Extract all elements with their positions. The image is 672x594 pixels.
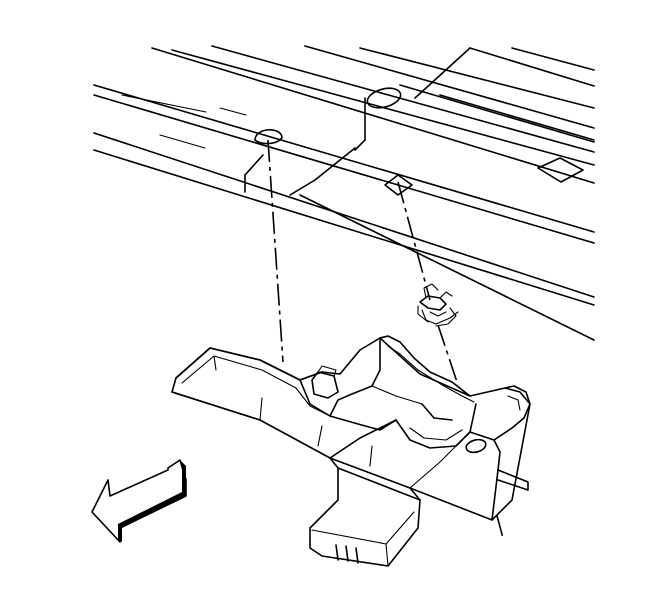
rail-square-hole [537, 157, 584, 183]
bolt-hole-front [465, 438, 487, 454]
square-hole [384, 174, 413, 196]
mounting-bracket [171, 335, 531, 567]
bolt-hole-rear [254, 129, 283, 145]
push-pin-retainer [417, 283, 459, 327]
front-direction-icon [91, 459, 187, 543]
frame-rail [93, 45, 595, 341]
rail-oval-hole [366, 87, 402, 109]
